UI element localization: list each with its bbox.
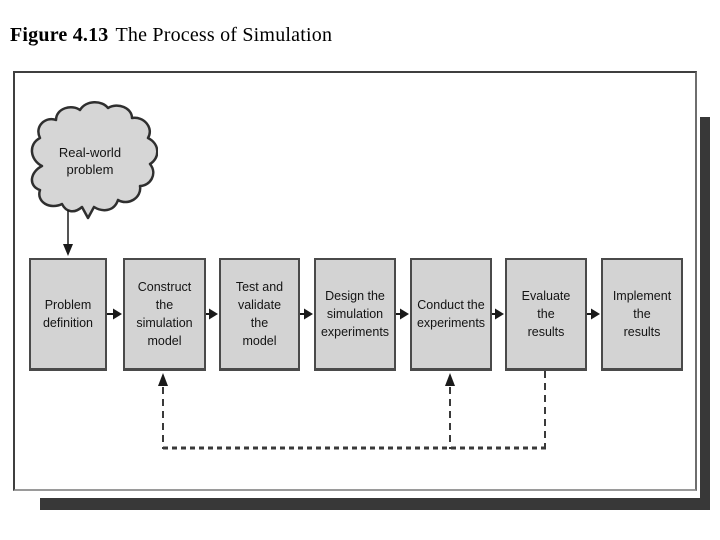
step-label: Evaluate the results: [521, 289, 571, 339]
panel-shadow-bottom: [40, 498, 710, 510]
step-label: Problem definition: [42, 298, 94, 330]
step-label: Test and validate the model: [235, 280, 284, 348]
step-label: Construct the simulation model: [136, 280, 193, 348]
step-box-test-validate: Test and validate the model: [219, 258, 300, 371]
figure-number: Figure 4.13: [10, 24, 109, 46]
step-label: Implement the results: [612, 289, 672, 339]
step-label: Design the simulation experiments: [320, 289, 390, 339]
cloud-shape: [30, 101, 158, 220]
step-box-design-experiments: Design the simulation experiments: [314, 258, 396, 371]
cloud-outline: [30, 101, 158, 220]
cloud-label: Real-world problem: [58, 145, 122, 177]
figure-title-text: The Process of Simulation: [115, 24, 333, 46]
figure-caption: Figure 4.13 The Process of Simulation: [10, 24, 332, 47]
panel-shadow-right: [700, 117, 710, 510]
step-label: Conduct the experiments: [416, 298, 486, 330]
step-box-implement-results: Implement the results: [601, 258, 683, 371]
step-box-problem-definition: Problem definition: [29, 258, 107, 371]
step-box-conduct-experiments: Conduct the experiments: [410, 258, 492, 371]
step-box-evaluate-results: Evaluate the results: [505, 258, 587, 371]
step-box-construct-model: Construct the simulation model: [123, 258, 206, 371]
